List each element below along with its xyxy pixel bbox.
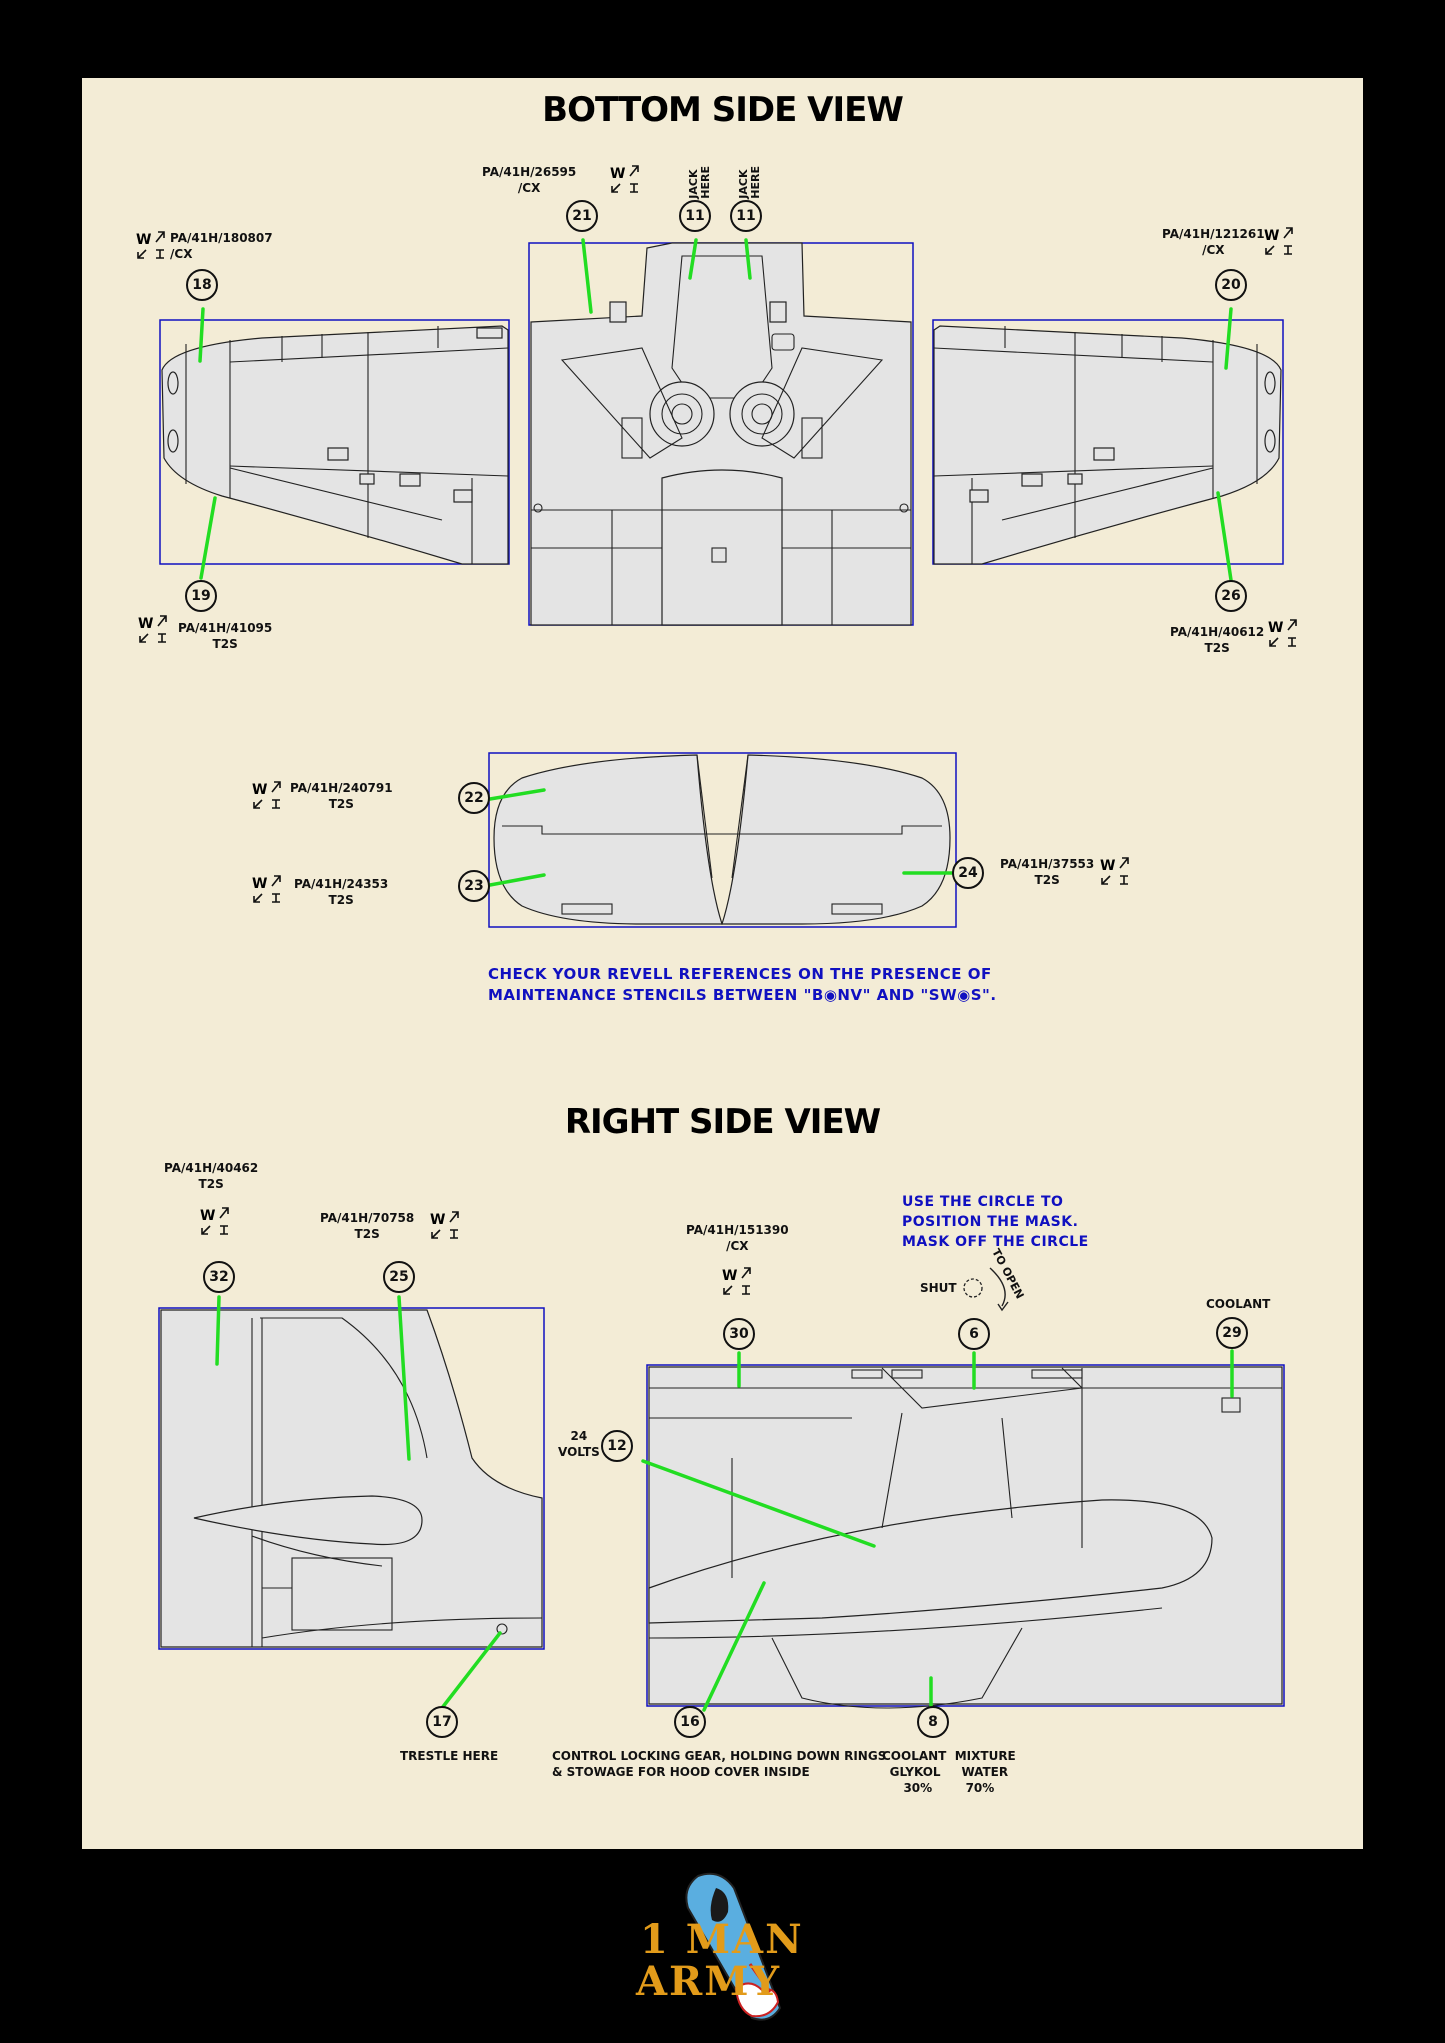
logo-line-1: 1 MAN bbox=[640, 1916, 804, 1963]
svg-text:W: W bbox=[252, 782, 267, 798]
svg-text:W: W bbox=[200, 1208, 215, 1224]
wsymbol-icon: W bbox=[430, 1211, 459, 1239]
callout-19: 19 bbox=[185, 580, 217, 612]
stencil-label-21: PA/41H/26595 /CX bbox=[482, 165, 577, 195]
stencil-label-24: PA/41H/37553 T2S bbox=[1000, 857, 1095, 887]
stencil-label-23: PA/41H/24353 T2S bbox=[294, 877, 389, 907]
svg-text:W: W bbox=[136, 232, 151, 248]
callout-16: 16 bbox=[674, 1706, 706, 1738]
callout-20: 20 bbox=[1215, 269, 1247, 301]
fuselage-side-drawing bbox=[646, 1364, 1285, 1709]
svg-text:W: W bbox=[1268, 620, 1283, 636]
wsymbol-icon: W bbox=[252, 875, 281, 903]
wsymbol-icon: W bbox=[722, 1267, 751, 1295]
callout-24: 24 bbox=[952, 857, 984, 889]
wsymbol-icon: W bbox=[136, 231, 165, 259]
jack-here-label-right: JACK HERE bbox=[737, 166, 762, 199]
logo-badge-icon bbox=[685, 1872, 782, 2021]
stencil-label-22: PA/41H/240791 T2S bbox=[290, 781, 393, 811]
callout-32: 32 bbox=[203, 1261, 235, 1293]
tailplane-drawing bbox=[488, 752, 957, 928]
callout-29: 29 bbox=[1216, 1317, 1248, 1349]
wsymbol-icon: W bbox=[610, 165, 639, 193]
callout-21: 21 bbox=[566, 200, 598, 232]
stencil-label-20: PA/41H/121261 /CX bbox=[1162, 227, 1265, 257]
revell-reference-note: CHECK YOUR REVELL REFERENCES ON THE PRES… bbox=[488, 965, 997, 1004]
callout-8: 8 bbox=[917, 1706, 949, 1738]
svg-text:W: W bbox=[610, 166, 625, 182]
wsymbol-icon: W bbox=[1100, 857, 1129, 885]
callout-12: 12 bbox=[601, 1430, 633, 1462]
svg-text:W: W bbox=[722, 1268, 737, 1284]
callout-22: 22 bbox=[458, 782, 490, 814]
stencil-label-26: PA/41H/40612 T2S bbox=[1170, 625, 1265, 655]
callout-6: 6 bbox=[958, 1318, 990, 1350]
wsymbol-icon: W bbox=[1264, 227, 1293, 255]
callout-17: 17 bbox=[426, 1706, 458, 1738]
svg-text:W: W bbox=[430, 1212, 445, 1228]
left-wing-drawing bbox=[159, 319, 510, 565]
callout-30: 30 bbox=[723, 1318, 755, 1350]
jack-here-label-left: JACK HERE bbox=[687, 166, 712, 199]
svg-text:W: W bbox=[1100, 858, 1115, 874]
callout-11-right: 11 bbox=[730, 200, 762, 232]
instruction-sheet: BOTTOM SIDE VIEW RIGHT SIDE VIEW .fr { f… bbox=[82, 78, 1363, 1849]
callout-11-left: 11 bbox=[679, 200, 711, 232]
fin-drawing bbox=[158, 1307, 545, 1650]
svg-text:W: W bbox=[138, 616, 153, 632]
stencil-label-30: PA/41H/151390 /CX bbox=[686, 1223, 789, 1253]
callout-26: 26 bbox=[1215, 580, 1247, 612]
stencil-label-32: PA/41H/40462 T2S bbox=[164, 1161, 259, 1191]
centre-section-drawing bbox=[528, 242, 914, 626]
callout-25: 25 bbox=[383, 1261, 415, 1293]
trestle-label: TRESTLE HERE bbox=[400, 1749, 499, 1763]
stencil-label-25: PA/41H/70758 T2S bbox=[320, 1211, 415, 1241]
volts-label: 24 VOLTS bbox=[558, 1429, 600, 1459]
coolant-label: COOLANT bbox=[1206, 1297, 1271, 1311]
logo-line-2: ARMY bbox=[636, 1958, 782, 2005]
svg-text:W: W bbox=[252, 876, 267, 892]
stencil-label-19: PA/41H/41095 T2S bbox=[178, 621, 273, 651]
control-locking-label: CONTROL LOCKING GEAR, HOLDING DOWN RINGS… bbox=[552, 1749, 887, 1779]
one-man-army-logo: 1 MAN ARMY bbox=[630, 1868, 820, 2028]
circle-mask-note: USE THE CIRCLE TO POSITION THE MASK. MAS… bbox=[902, 1194, 1089, 1250]
callout-18: 18 bbox=[186, 269, 218, 301]
aircraft-drawings: .fr { fill:none; stroke:#1010c0; stroke-… bbox=[158, 238, 1285, 1720]
bottom-view-title: BOTTOM SIDE VIEW bbox=[542, 90, 904, 130]
stencil-label-18: PA/41H/180807 /CX bbox=[170, 231, 273, 261]
wsymbol-icon: W bbox=[200, 1207, 229, 1235]
wsymbol-icon: W bbox=[138, 615, 167, 643]
wsymbol-icon: W bbox=[1268, 619, 1297, 647]
wsymbol-icon: W bbox=[252, 781, 281, 809]
right-wing-drawing bbox=[932, 319, 1284, 565]
callout-23: 23 bbox=[458, 870, 490, 902]
right-view-title: RIGHT SIDE VIEW bbox=[564, 1102, 881, 1142]
svg-text:W: W bbox=[1264, 228, 1279, 244]
valve-shut-label: SHUT bbox=[920, 1281, 957, 1295]
coolant-mixture-label: COOLANT MIXTURE GLYKOL WATER 30% 70% bbox=[882, 1749, 1016, 1795]
